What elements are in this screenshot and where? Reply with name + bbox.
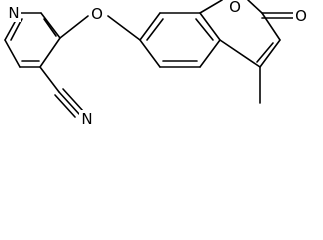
bond — [199, 39, 221, 68]
triple-bond — [58, 91, 80, 115]
atom-label-background — [227, 0, 243, 16]
bond — [199, 12, 221, 41]
pyridine-nitrogen-label: N — [8, 4, 19, 22]
double-bond-inner — [146, 18, 164, 41]
atom-labels: N O O O N — [7, 0, 309, 128]
bond — [39, 66, 60, 93]
double-bond-inner — [10, 18, 23, 41]
atom-label-background — [293, 7, 309, 25]
bond — [107, 15, 141, 41]
coumarin-benzene-ring — [139, 12, 221, 68]
pyranone-ring — [199, 0, 294, 68]
double-bond-inner — [43, 18, 57, 37]
bond — [4, 39, 21, 68]
ether-oxygen-label: O — [91, 5, 103, 23]
ring-oxygen-label: O — [229, 0, 241, 16]
bond — [259, 39, 281, 68]
atom-label-background — [79, 110, 95, 128]
double-bond-inner — [256, 42, 274, 63]
bond — [199, 0, 223, 14]
pyridine-ring — [4, 12, 61, 68]
chemical-structure-diagram: N O O O N — [4, 0, 309, 128]
triple-bond — [54, 94, 76, 118]
bond — [39, 37, 61, 68]
triple-bond — [62, 88, 84, 112]
bond — [261, 12, 281, 41]
nitrile-group — [39, 66, 84, 118]
atom-label-background — [7, 4, 21, 22]
nitrile-nitrogen-label: N — [81, 110, 92, 128]
bond — [139, 12, 161, 41]
ether-link — [59, 15, 141, 41]
bond — [219, 39, 261, 68]
bond — [59, 15, 89, 39]
double-bond-inner — [195, 18, 214, 41]
bond — [247, 0, 263, 14]
carbonyl-oxygen-label: O — [295, 7, 307, 25]
bond — [139, 39, 161, 68]
bond — [40, 12, 61, 39]
atom-label-background — [89, 5, 105, 23]
